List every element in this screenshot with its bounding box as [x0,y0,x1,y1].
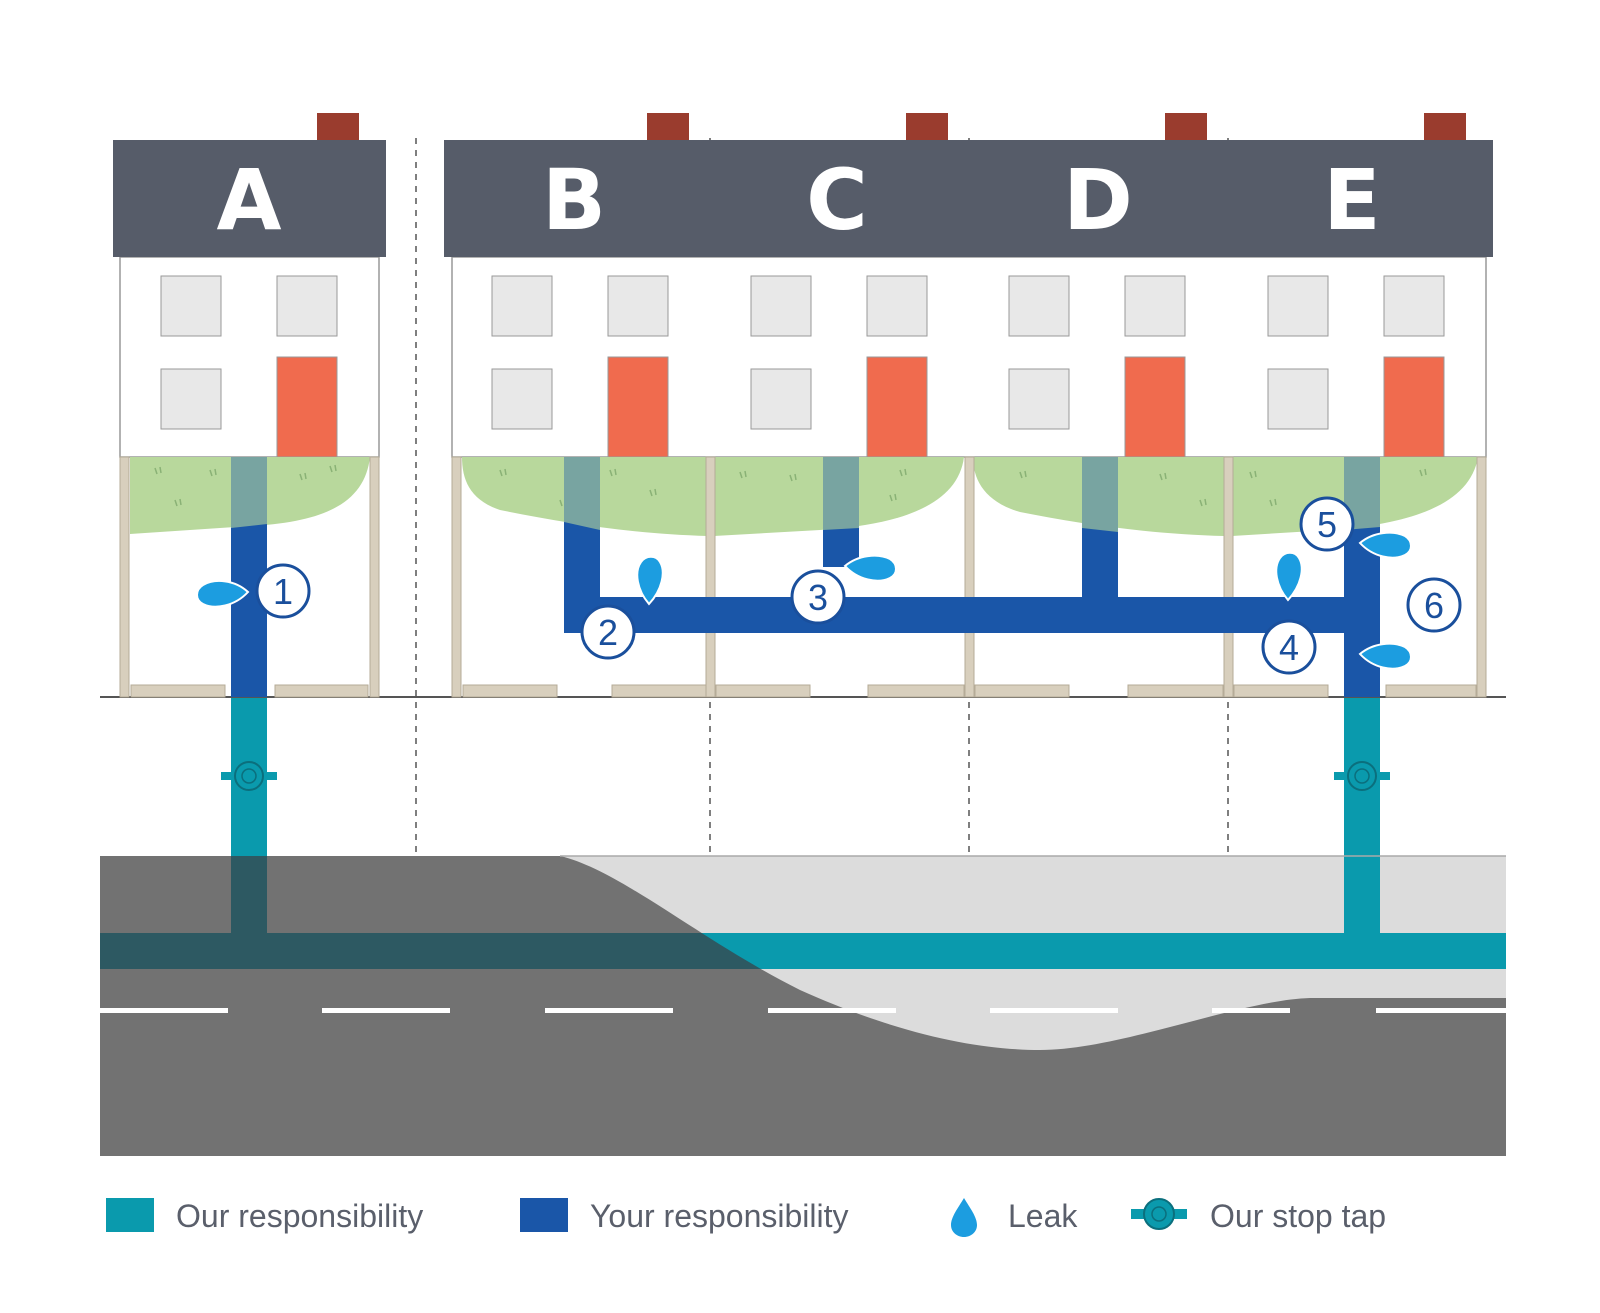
window [866,275,928,337]
window [160,368,222,430]
window [276,275,338,337]
marker-6: 6 [1406,577,1462,633]
fences [119,456,1487,698]
marker-3-label: 3 [808,577,828,618]
stop-tap-icon [1131,1198,1187,1230]
door [866,356,928,458]
window [491,368,553,430]
road-area [100,856,1506,1156]
legend-label-leak: Leak [1008,1198,1078,1234]
door [607,356,669,458]
window [750,275,812,337]
house-wall-a [119,256,380,458]
houses: A B C D E [113,113,1493,458]
legend-swatch-your [520,1198,568,1232]
marker-2-label: 2 [598,612,618,653]
legend-label-your: Your responsibility [590,1198,849,1234]
legend-swatch-our [106,1198,154,1232]
window [160,275,222,337]
marker-2: 2 [580,604,636,660]
marker-3: 3 [790,569,846,625]
leak-drop-icon [843,554,897,582]
house-label-d: D [1063,151,1133,249]
window [1267,368,1329,430]
house-d-facade [1008,275,1186,458]
legend-label-stop-tap: Our stop tap [1210,1198,1386,1234]
leak-drop-icon [636,555,664,606]
house-a-facade [160,275,338,458]
roof-a [113,140,386,257]
leaks [196,531,1412,670]
door [1383,356,1445,458]
house-b-facade [491,275,669,458]
house-label-b: B [542,151,606,249]
house-label-c: C [806,151,868,249]
window [750,368,812,430]
window [1383,275,1445,337]
marker-6-label: 6 [1424,585,1444,626]
window [1267,275,1329,337]
house-e-facade [1267,275,1445,458]
marker-1-label: 1 [273,571,293,612]
leak-drop-icon [196,579,250,608]
stop-tap-e [1334,761,1390,791]
legend: Our responsibility Your responsibility L… [106,1198,1386,1237]
window [491,275,553,337]
number-markers: 1 2 3 4 5 6 [255,496,1462,675]
marker-4-label: 4 [1279,627,1299,668]
road-markings [100,1008,1506,1013]
marker-5-label: 5 [1317,504,1337,545]
marker-1: 1 [255,563,311,619]
window [1008,368,1070,430]
window [1008,275,1070,337]
house-label-e: E [1323,151,1380,249]
door [1124,356,1186,458]
marker-5: 5 [1299,496,1355,552]
legend-label-our: Our responsibility [176,1198,423,1234]
grass-tufts [154,464,1427,507]
house-c-facade [750,275,928,458]
house-label-a: A [216,151,281,249]
leak-drop-icon [951,1198,977,1237]
marker-4: 4 [1261,619,1317,675]
shared-supply-horizontal [564,597,1380,633]
lawn-overlay [231,457,1380,532]
leak-drop-icon [1358,642,1412,670]
window [607,275,669,337]
mains-pipe-group [100,697,1506,969]
window [1124,275,1186,337]
leak-drop-icon [1358,531,1412,559]
house-wall-row [451,256,1487,458]
leak-drop-icon [1275,551,1303,602]
stop-tap-a [221,761,277,791]
roof-row [444,140,1493,257]
door [276,356,338,458]
